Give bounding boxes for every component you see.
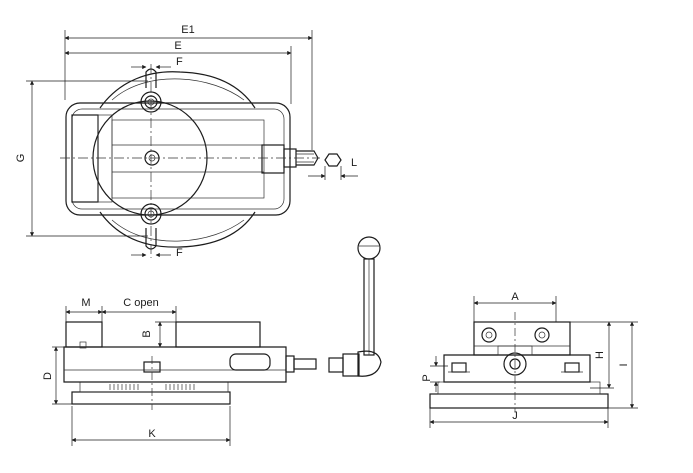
label-p: P	[421, 374, 433, 381]
side-view	[429, 312, 609, 412]
front-view-dimensions	[52, 306, 231, 446]
spindle-boss	[503, 352, 527, 376]
front-view	[63, 321, 317, 410]
side-view-dimensions	[429, 296, 638, 428]
side-base-plate	[429, 393, 609, 409]
hex-end-view	[324, 153, 342, 167]
vise-body-outline	[65, 102, 291, 216]
label-g: G	[15, 154, 27, 163]
vise-body-side	[63, 346, 287, 383]
movable-jaw-side	[175, 321, 261, 348]
crank-handle	[328, 236, 382, 377]
label-f-bottom: F	[176, 247, 183, 259]
label-j: J	[512, 410, 518, 422]
fixed-jaw-side	[65, 321, 103, 348]
label-h: H	[594, 351, 606, 359]
swivel-base-top-arc	[99, 71, 256, 109]
label-c-open: C open	[123, 297, 158, 309]
swivel-base-bottom-arc	[99, 211, 256, 248]
spindle-end-block	[261, 144, 285, 174]
base-plate	[71, 391, 231, 405]
label-a: A	[511, 291, 519, 303]
label-m: M	[81, 297, 90, 309]
scale-ticks	[109, 384, 195, 390]
top-view	[60, 64, 342, 258]
label-e1: E1	[181, 24, 194, 36]
label-e: E	[174, 40, 181, 52]
label-d: D	[42, 372, 54, 380]
dimension-labels: E1 E F F G L M C open B D K A H I P J	[15, 24, 630, 440]
fixed-jaw	[71, 114, 99, 203]
label-l: L	[351, 157, 357, 169]
label-i: I	[618, 363, 630, 366]
side-jaw	[473, 321, 571, 356]
handle-knob	[357, 236, 381, 260]
label-k: K	[148, 428, 156, 440]
handle-socket	[357, 350, 382, 377]
label-b: B	[141, 330, 153, 337]
top-view-dimensions	[26, 30, 358, 258]
label-f-top: F	[176, 56, 183, 68]
